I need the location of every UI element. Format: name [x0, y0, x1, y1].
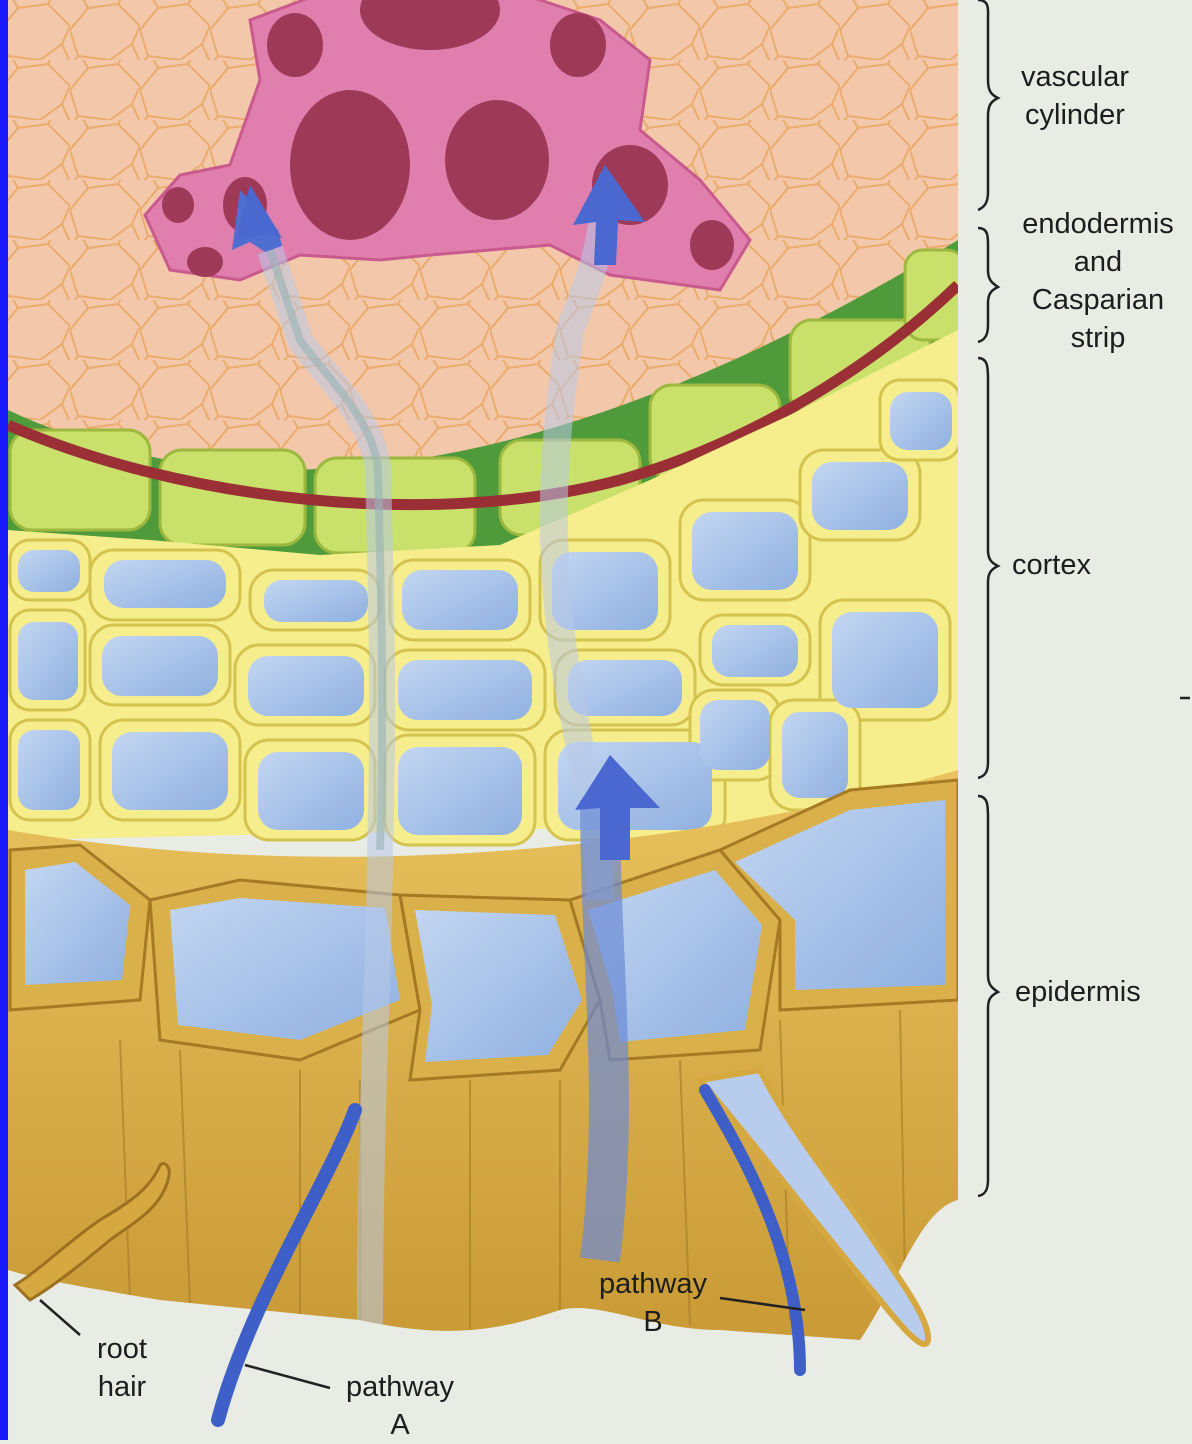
label-epidermis: epidermis: [1015, 973, 1165, 1011]
label-root-hair: root hair: [72, 1330, 172, 1406]
frame-border: [0, 0, 8, 1440]
label-pathway-a: pathway A: [325, 1368, 475, 1444]
epidermis-bracket: [978, 796, 998, 1196]
pathway-a-leader: [245, 1365, 330, 1388]
vascular-cylinder-bracket: [978, 0, 998, 210]
label-endodermis-line-2: and: [1008, 243, 1188, 281]
brackets: [978, 0, 998, 1196]
label-vascular-line-2: cylinder: [1010, 96, 1140, 134]
label-pathway-b-line-2: B: [578, 1303, 728, 1341]
endodermis-bracket: [978, 228, 998, 342]
label-vascular-line-1: vascular: [1010, 58, 1140, 96]
label-root-hair-line-2: hair: [72, 1368, 172, 1406]
label-endodermis-line-1: endodermis: [1008, 205, 1188, 243]
tissue-illustration: [8, 0, 965, 1340]
label-pathway-a-line-2: A: [325, 1406, 475, 1444]
label-endodermis: endodermis and Casparian strip: [1008, 205, 1188, 357]
label-epidermis-text: epidermis: [1015, 973, 1165, 1011]
label-endodermis-line-4: strip: [1008, 319, 1188, 357]
label-cortex: cortex: [1012, 546, 1112, 584]
label-vascular-cylinder: vascular cylinder: [1010, 58, 1140, 134]
label-cortex-text: cortex: [1012, 546, 1112, 584]
label-endodermis-line-3: Casparian: [1008, 281, 1188, 319]
label-pathway-b: pathway B: [578, 1265, 728, 1341]
cortex-bracket: [978, 358, 998, 778]
label-root-hair-line-1: root: [72, 1330, 172, 1368]
label-pathway-a-line-1: pathway: [325, 1368, 475, 1406]
label-pathway-b-line-1: pathway: [578, 1265, 728, 1303]
